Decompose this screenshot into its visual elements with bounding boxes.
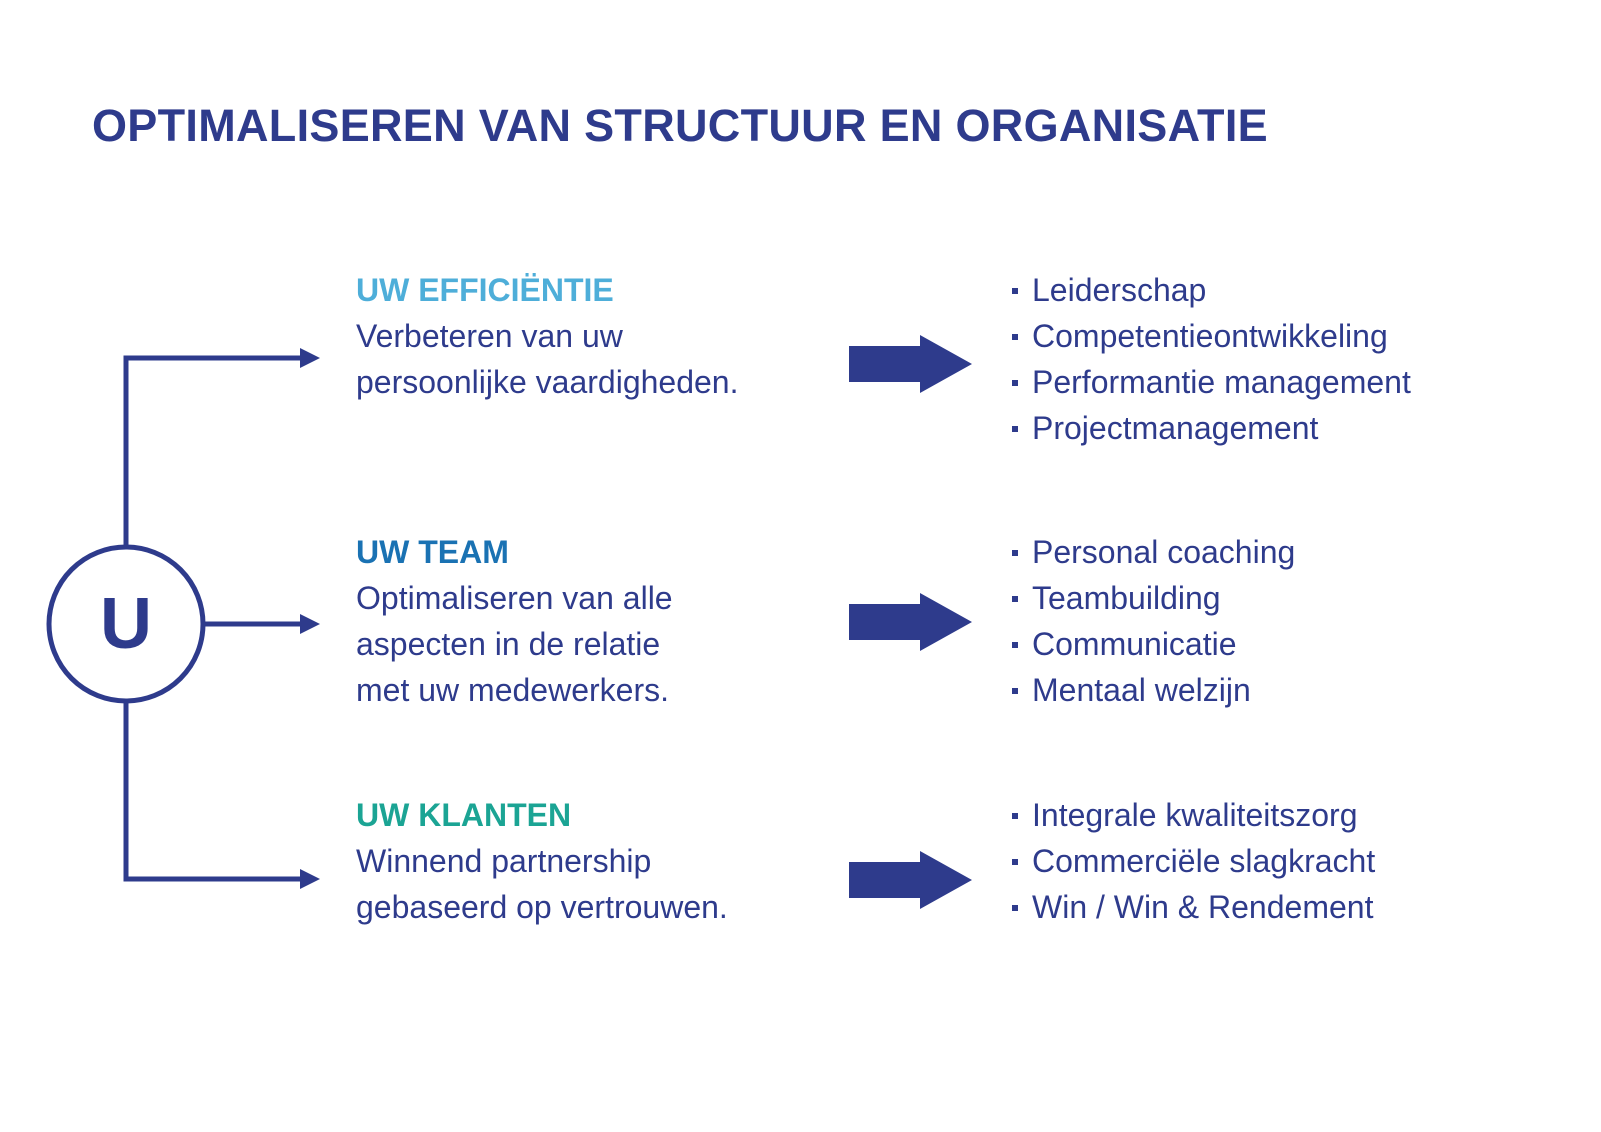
arrowhead-icon [300, 614, 320, 634]
bullet-icon [1012, 904, 1018, 911]
section-description: Winnend partnership gebaseerd op vertrou… [356, 843, 728, 925]
list-item: Projectmanagement [1012, 405, 1411, 451]
section-heading: UW TEAM [356, 534, 509, 570]
bullet-icon [1012, 812, 1018, 819]
big-arrow-icon [849, 593, 972, 651]
bullet-icon [1012, 595, 1018, 602]
list-item: Mentaal welzijn [1012, 667, 1295, 713]
list-item-text: Performantie management [1032, 364, 1411, 400]
bullet-icon [1012, 549, 1018, 556]
list-item-text: Integrale kwaliteitszorg [1032, 797, 1358, 833]
clients-list: Integrale kwaliteitszorg Commerciële sla… [1012, 792, 1375, 930]
arrowhead-icon [300, 869, 320, 889]
list-item: Personal coaching [1012, 529, 1295, 575]
section-efficiency: UW EFFICIËNTIE Verbeteren van uw persoon… [356, 267, 738, 405]
big-arrow-icon [849, 851, 972, 909]
list-item-text: Personal coaching [1032, 534, 1296, 570]
list-item: Communicatie [1012, 621, 1295, 667]
bullet-icon [1012, 858, 1018, 865]
list-item-text: Mentaal welzijn [1032, 672, 1251, 708]
list-item: Performantie management [1012, 359, 1411, 405]
bullet-icon [1012, 425, 1018, 432]
list-item-text: Teambuilding [1032, 580, 1221, 616]
section-heading: UW KLANTEN [356, 797, 572, 833]
bullet-icon [1012, 641, 1018, 648]
section-description: Verbeteren van uw persoonlijke vaardighe… [356, 318, 739, 400]
bullet-icon [1012, 287, 1018, 294]
team-list: Personal coaching Teambuilding Communica… [1012, 529, 1295, 713]
section-heading: UW EFFICIËNTIE [356, 272, 614, 308]
list-item-text: Win / Win & Rendement [1032, 889, 1374, 925]
list-item: Commerciële slagkracht [1012, 838, 1375, 884]
list-item: Leiderschap [1012, 267, 1411, 313]
list-item: Competentieontwikkeling [1012, 313, 1411, 359]
bullet-icon [1012, 379, 1018, 386]
connector-line-efficiency [123, 355, 302, 547]
big-arrow-icon [849, 335, 972, 393]
list-item: Teambuilding [1012, 575, 1295, 621]
section-clients: UW KLANTEN Winnend partnership gebaseerd… [356, 792, 728, 930]
connector-line-clients [123, 701, 302, 882]
list-item-text: Projectmanagement [1032, 410, 1319, 446]
list-item: Integrale kwaliteitszorg [1012, 792, 1375, 838]
page-title: OPTIMALISEREN VAN STRUCTUUR EN ORGANISAT… [92, 100, 1268, 151]
arrowhead-icon [300, 348, 320, 368]
list-item-text: Competentieontwikkeling [1032, 318, 1388, 354]
list-item: Win / Win & Rendement [1012, 884, 1375, 930]
section-description: Optimaliseren van alle aspecten in de re… [356, 580, 673, 708]
list-item-text: Communicatie [1032, 626, 1237, 662]
efficiency-list: Leiderschap Competentieontwikkeling Perf… [1012, 267, 1411, 451]
list-item-text: Commerciële slagkracht [1032, 843, 1376, 879]
list-item-text: Leiderschap [1032, 272, 1207, 308]
bullet-icon [1012, 333, 1018, 340]
center-label: U [100, 584, 152, 664]
bullet-icon [1012, 687, 1018, 694]
section-team: UW TEAM Optimaliseren van alle aspecten … [356, 529, 673, 713]
